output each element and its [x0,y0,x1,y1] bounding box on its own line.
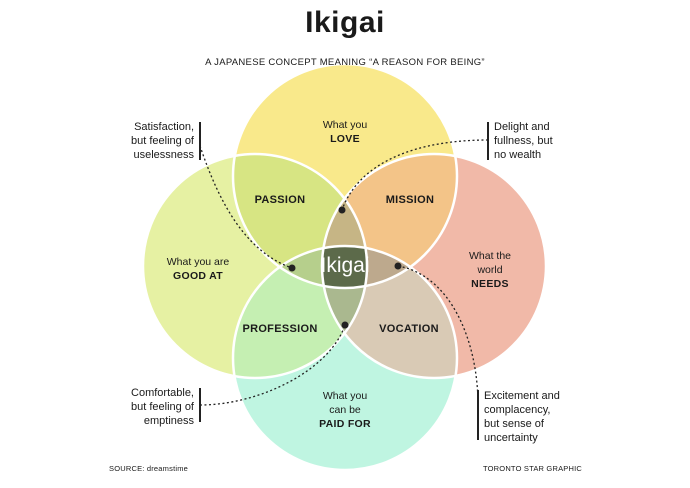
page-title: Ikigai [305,6,385,39]
label-love-line1: What you [322,119,368,131]
label-good-at-strong: GOOD AT [173,270,223,282]
note-bottom-left: Comfortable, but feeling of emptiness [106,386,194,428]
note-top-left: Satisfaction, but feeling of uselessness [106,120,194,162]
note-bottom-right-line2: complacency, [484,404,551,416]
label-needs-line2: world [477,264,503,276]
note-bottom-right-line3: but sense of [484,418,544,430]
page-subtitle: A JAPANESE CONCEPT MEANING “A REASON FOR… [205,57,485,68]
label-passion: PASSION [254,194,306,206]
label-needs-line1: What the [468,250,512,262]
label-paid-for-line2: can be [329,404,361,416]
note-bottom-right-line1: Excitement and [484,390,560,402]
connector-top-left [199,145,293,269]
label-good-at-line1: What you are [166,256,230,268]
label-needs: What the world NEEDS [440,249,540,291]
callout-brackets [199,122,489,440]
note-top-left-line1: Satisfaction, [134,121,194,133]
note-bottom-left-line1: Comfortable, [131,387,194,399]
callout-dots [288,206,402,329]
label-love: What you LOVE [295,118,395,146]
footer-source: SOURCE: dreamstime [109,464,189,473]
note-bottom-left-line3: emptiness [143,415,194,427]
note-top-right-line3: no wealth [494,149,542,161]
connector-top-right [341,139,489,211]
label-ikigai-center: Ikigai [320,254,370,277]
note-top-left-line2: but feeling of [131,135,194,147]
note-bottom-left-line2: but feeling of [131,401,194,413]
label-vocation: VOCATION [379,323,439,335]
note-bottom-right: Excitement and complacency, but sense of… [484,389,594,445]
footer-credit: TORONTO STAR GRAPHIC [482,464,582,473]
label-paid-for-strong: PAID FOR [319,418,371,430]
note-top-right-line1: Delight and [494,121,550,133]
label-good-at: What you are GOOD AT [148,255,248,283]
callout-lines [199,139,489,406]
note-top-right-line2: fullness, but [494,135,553,147]
connector-bottom-right [397,265,479,406]
label-needs-strong: NEEDS [471,278,509,290]
label-paid-for: What you can be PAID FOR [295,389,395,431]
note-top-left-line3: uselessness [133,149,194,161]
note-top-right: Delight and fullness, but no wealth [494,120,594,162]
label-love-strong: LOVE [330,133,360,145]
label-profession: PROFESSION [242,323,318,335]
label-paid-for-line1: What you [322,390,368,402]
label-mission: MISSION [385,194,435,206]
note-bottom-right-line4: uncertainty [484,432,538,444]
